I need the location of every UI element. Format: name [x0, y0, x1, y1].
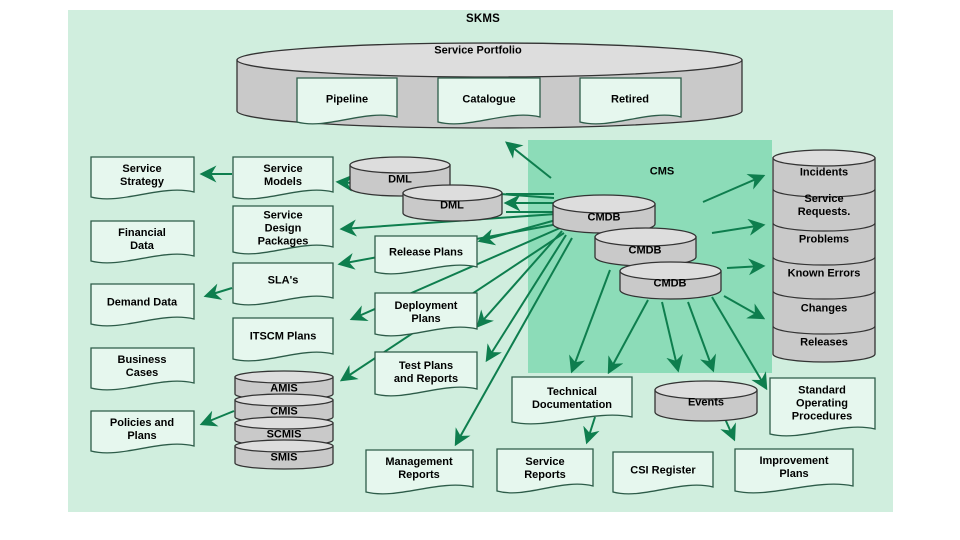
arrow-line — [485, 234, 567, 363]
cmdb-2 — [594, 227, 697, 267]
financial-data — [90, 220, 195, 264]
standard-operating-procedures — [769, 377, 876, 437]
arrow-line — [711, 218, 766, 236]
arrow-line — [726, 258, 766, 276]
policies-and-plans — [90, 410, 195, 454]
deployment-plans — [374, 292, 478, 337]
smis — [234, 439, 334, 470]
improvement-plans — [734, 448, 854, 494]
arrow-line — [203, 283, 233, 300]
arrow-line — [702, 173, 766, 203]
slas — [232, 262, 334, 306]
dml-2 — [402, 184, 503, 222]
retired — [579, 77, 682, 125]
service-design-packages — [232, 205, 334, 255]
arrow-line — [607, 299, 649, 375]
technical-documentation — [511, 376, 633, 425]
release-plans — [374, 235, 478, 275]
csi-register — [612, 451, 714, 495]
events — [654, 380, 758, 422]
demand-data — [90, 283, 195, 327]
arrow-line — [687, 301, 716, 373]
service-strategy — [90, 156, 195, 200]
business-cases — [90, 347, 195, 391]
cmdb-3 — [619, 261, 722, 300]
arrow-line — [711, 296, 768, 391]
record-stack — [772, 149, 876, 363]
pipeline — [296, 77, 398, 125]
catalogue — [437, 77, 541, 125]
arrow-line — [199, 410, 235, 427]
arrow-line — [661, 301, 683, 373]
itscm-plans — [232, 317, 334, 362]
arrow-line — [476, 230, 563, 328]
cmdb-1 — [552, 194, 656, 234]
arrow-line — [505, 141, 552, 179]
arrow-line — [723, 295, 766, 320]
management-reports — [365, 449, 474, 495]
arrow-line — [569, 269, 611, 374]
service-reports — [496, 448, 594, 494]
arrow-line — [583, 416, 600, 445]
test-plans-and-reports — [374, 351, 478, 397]
service-models — [232, 156, 334, 200]
arrow-line — [454, 237, 573, 447]
